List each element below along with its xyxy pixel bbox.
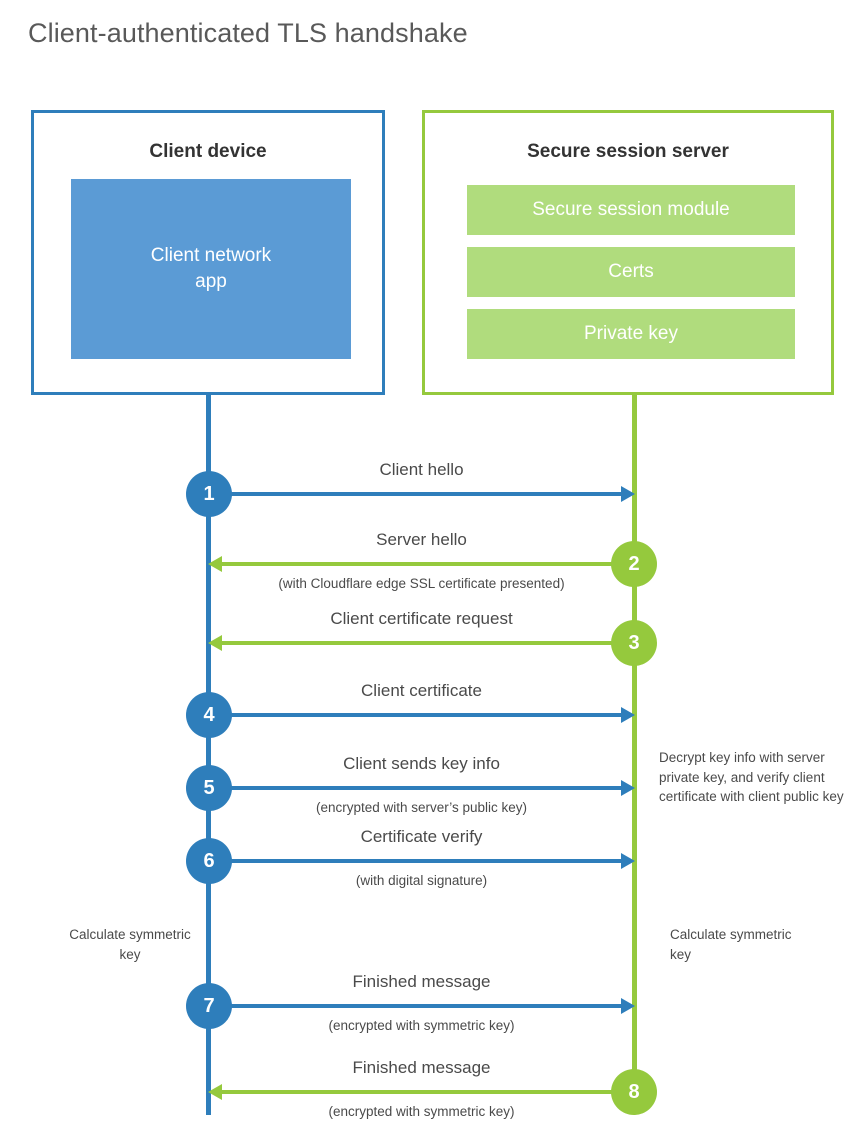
arrow-shaft [220,562,635,566]
arrow-head-right-icon [621,486,635,502]
client-lifeline [206,395,211,1115]
step-circle-6[interactable]: 6 [186,838,232,884]
server-item-private-key: Private key [467,309,795,359]
arrow-head-left-icon [208,635,222,651]
message-label-2: Server hello [376,530,467,549]
message-label-4: Client certificate [361,681,482,700]
step-circle-4[interactable]: 4 [186,692,232,738]
arrow-head-right-icon [621,707,635,723]
message-sublabel-5: (encrypted with server’s public key) [315,800,528,815]
arrow-head-right-icon [621,780,635,796]
message-label-1: Client hello [379,460,464,479]
client-network-app-block: Client network app [71,179,351,359]
arrow-shaft [208,786,623,790]
message-sublabel-6: (with digital signature) [355,873,488,888]
server-item-secure-session-module: Secure session module [467,185,795,235]
step-circle-7[interactable]: 7 [186,983,232,1029]
secure-session-server-title: Secure session server [527,141,729,162]
arrow-shaft [208,713,623,717]
message-label-5: Client sends key info [343,754,500,773]
server-lifeline [632,395,637,1092]
arrow-shaft [208,859,623,863]
secure-session-server-box: Secure session server Secure session mod… [422,110,834,395]
message-label-7: Finished message [352,972,491,991]
client-device-title: Client device [149,141,267,162]
step-circle-3[interactable]: 3 [611,620,657,666]
client-app-label-line1: Client network [150,245,272,267]
client-device-box: Client device Client network app [31,110,385,395]
arrow-shaft [220,1090,635,1094]
step-circle-5[interactable]: 5 [186,765,232,811]
arrow-shaft [208,492,623,496]
arrow-shaft [220,641,635,645]
arrow-shaft [208,1004,623,1008]
arrow-head-left-icon [208,1084,222,1100]
message-label-3: Client certificate request [330,609,513,628]
annotation-server-calculate-symmetric-key: Calculate symmetric key [670,927,792,962]
step-circle-1[interactable]: 1 [186,471,232,517]
client-network-app-label: Client network app [151,243,271,294]
arrow-head-right-icon [621,853,635,869]
page-title: Client-authenticated TLS handshake [28,18,468,48]
step-circle-8[interactable]: 8 [611,1069,657,1115]
arrow-head-left-icon [208,556,222,572]
server-item-certs: Certs [467,247,795,297]
message-label-6: Certificate verify [360,827,483,846]
arrow-head-right-icon [621,998,635,1014]
message-label-8: Finished message [352,1058,491,1077]
message-sublabel-7: (encrypted with symmetric key) [328,1018,515,1033]
annotation-server-decrypt: Decrypt key info with server private key… [659,750,844,805]
message-sublabel-8: (encrypted with symmetric key) [328,1104,515,1119]
client-app-label-line2: app [195,271,227,292]
step-circle-2[interactable]: 2 [611,541,657,587]
server-item-list: Secure session module Certs Private key [467,185,795,371]
message-sublabel-2: (with Cloudflare edge SSL certificate pr… [278,576,565,591]
annotation-client-calculate-symmetric-key: Calculate symmetric key [69,927,191,962]
